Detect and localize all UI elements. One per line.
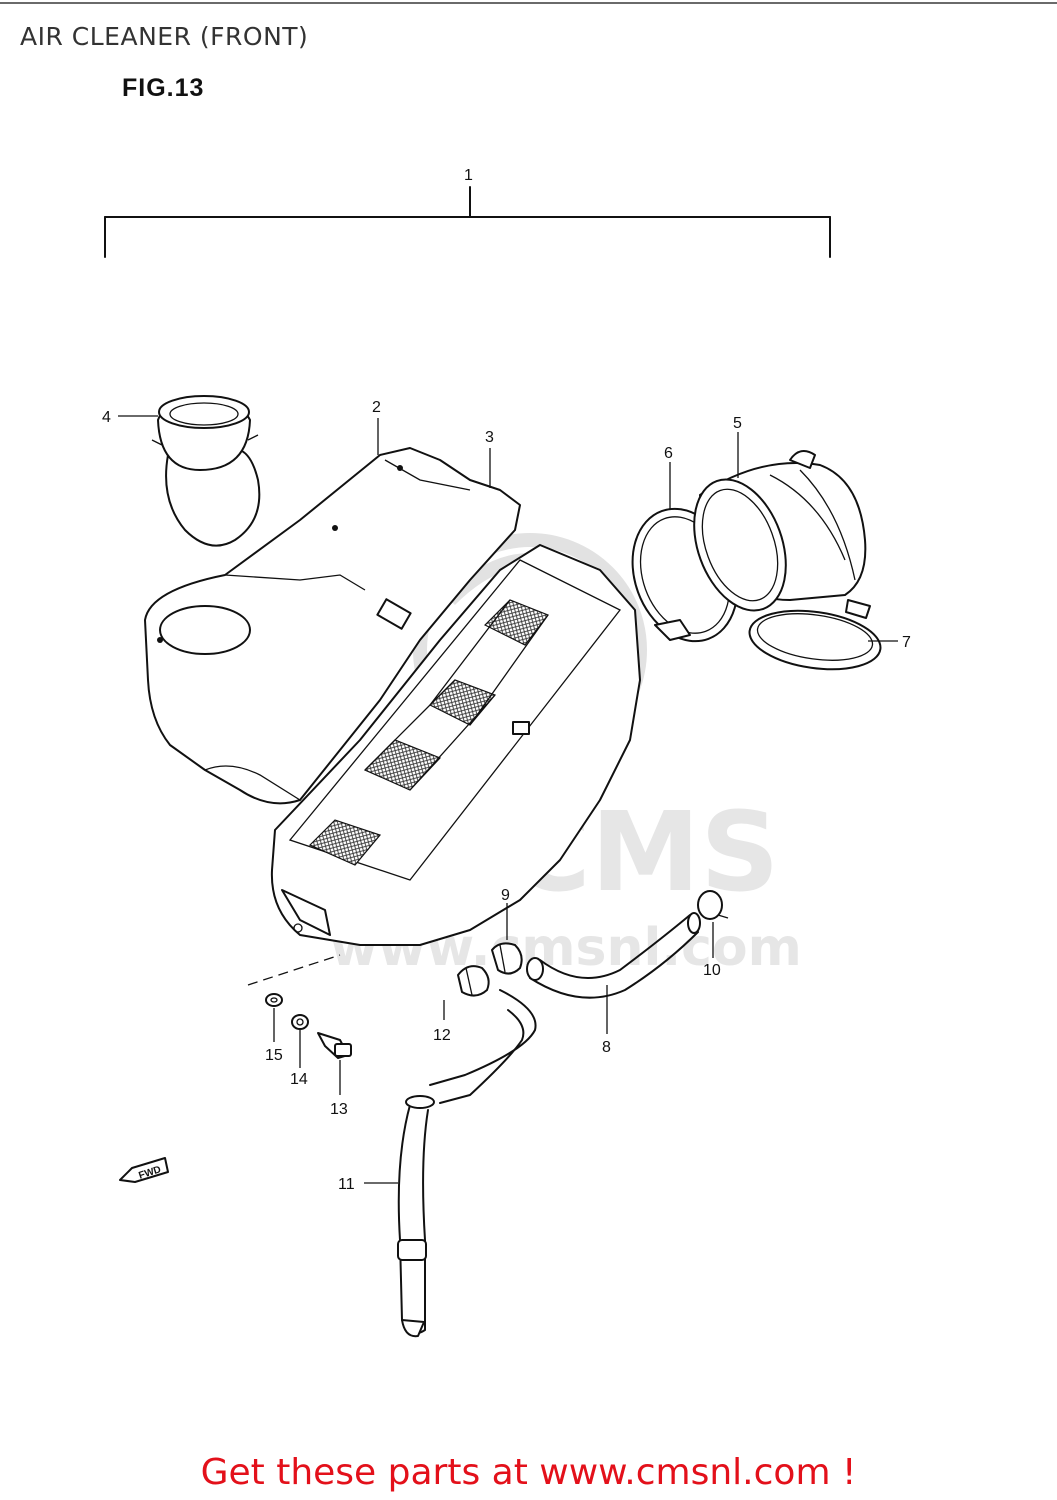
part-10-cap: [697, 890, 729, 920]
callout-9: 9: [501, 887, 510, 904]
forward-direction-arrow: FWD: [119, 1157, 169, 1183]
part-9-clamp: [491, 942, 523, 975]
callout-10: 10: [703, 962, 721, 979]
part-2-cover: [144, 447, 521, 805]
part-5-elbow: [693, 450, 867, 612]
callout-14: 14: [290, 1071, 308, 1088]
figure-number: FIG.13: [122, 74, 205, 102]
part-8-hose: [526, 912, 701, 999]
part-12-clamp: [457, 965, 490, 997]
part-11-drain-tube: [397, 989, 537, 1338]
part-7-clamp: [748, 599, 882, 671]
callout-12: 12: [433, 1027, 451, 1044]
part-13-bolt: [317, 1032, 352, 1059]
callout-11: 11: [338, 1176, 355, 1193]
callout-6: 6: [664, 445, 673, 462]
callout-4: 4: [102, 409, 111, 426]
part-4-funnel: [151, 395, 261, 547]
callout-2: 2: [372, 399, 381, 416]
callout-labels: 1 2 3 4 5 6 7 8 9 10 11 12 13 14 15: [102, 167, 911, 1193]
callout-8: 8: [602, 1039, 611, 1056]
callout-5: 5: [733, 415, 742, 432]
callout-7: 7: [902, 634, 911, 651]
part-14-nut: [291, 1014, 309, 1030]
footer-shop-link[interactable]: Get these parts at www.cmsnl.com !: [200, 1452, 857, 1493]
leader-lines: [118, 415, 898, 1184]
page-title: AIR CLEANER (FRONT): [20, 22, 309, 51]
mounting-guide-line: [247, 954, 341, 986]
callout-1: 1: [464, 167, 473, 184]
callout-13: 13: [330, 1101, 348, 1118]
part-3-case: [270, 544, 641, 946]
callout-15: 15: [265, 1047, 283, 1064]
part-15-washer: [265, 993, 283, 1007]
callout-3: 3: [485, 429, 494, 446]
assembly-bracket: [104, 186, 831, 258]
